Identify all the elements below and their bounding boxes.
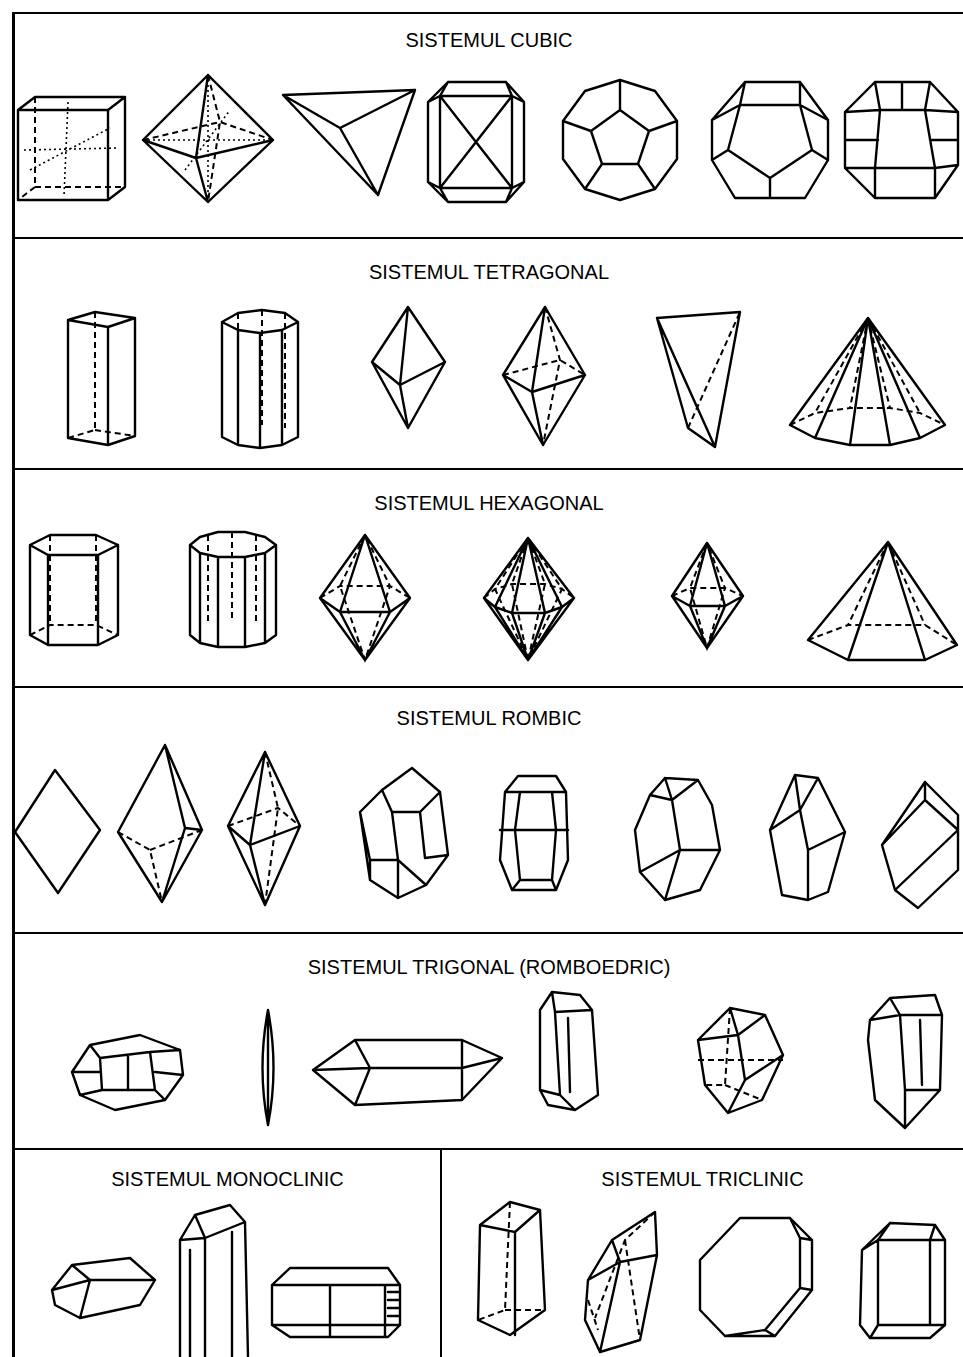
- crystal-system-band: SISTEMUL TETRAGONAL: [12, 237, 963, 468]
- system-heading: SISTEMUL HEXAGONAL: [15, 490, 963, 516]
- crystal-system-band: SISTEMUL HEXAGONAL: [12, 468, 963, 686]
- crystal-system-band: SISTEMUL TRIGONAL (ROMBOEDRIC): [12, 932, 963, 1148]
- system-heading: SISTEMUL ROMBIC: [15, 705, 963, 731]
- system-heading: SISTEMUL MONOCLINIC: [15, 1166, 440, 1192]
- system-heading: SISTEMUL CUBIC: [15, 27, 963, 53]
- crystal-system-band: SISTEMUL MONOCLINIC: [12, 1148, 440, 1357]
- crystal-system-band: SISTEMUL TRICLINIC: [440, 1148, 963, 1357]
- system-heading: SISTEMUL TRICLINIC: [442, 1166, 963, 1192]
- system-heading: SISTEMUL TETRAGONAL: [15, 259, 963, 285]
- system-heading: SISTEMUL TRIGONAL (ROMBOEDRIC): [15, 954, 963, 980]
- crystal-system-band: SISTEMUL ROMBIC: [12, 686, 963, 932]
- crystal-system-band: SISTEMUL CUBIC: [12, 12, 963, 237]
